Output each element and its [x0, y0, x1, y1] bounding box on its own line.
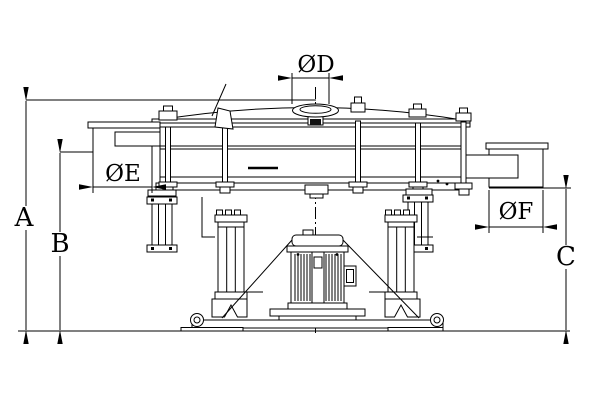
base-plate — [191, 319, 444, 329]
dimension-annotations: A B C ØD ØE — [11, 52, 579, 344]
dimension-label-A: A — [14, 203, 35, 233]
motor-cooling-fins — [294, 254, 342, 301]
spring-column-left — [211, 209, 248, 318]
left-rim-plate — [87, 121, 161, 129]
right-outlet-chute — [463, 154, 519, 179]
v-bracket-right — [384, 298, 421, 318]
dimension-left-outlet-diameter: ØE — [79, 128, 166, 193]
v-bracket-left — [211, 298, 248, 318]
screen-body — [155, 126, 469, 191]
dimension-overall-height: A — [11, 87, 316, 344]
right-outlet-flange — [485, 142, 549, 150]
dimension-label-F: ØF — [499, 199, 534, 225]
feed-inlet — [292, 103, 339, 126]
dimension-inlet-diameter: ØD — [278, 52, 343, 104]
gusset-right — [342, 239, 420, 319]
vibration-motor — [269, 229, 366, 322]
dimension-right-outlet-diameter: ØF — [475, 190, 557, 233]
dimension-right-outlet-height: C — [489, 175, 579, 344]
frame-connector-left — [201, 197, 215, 238]
dimension-left-outlet-height: B — [47, 139, 93, 344]
dimension-label-C: C — [556, 242, 576, 272]
dimension-label-E: ØE — [105, 161, 141, 187]
dimension-label-D: ØD — [297, 52, 334, 78]
left-outlet-spout — [114, 131, 161, 147]
base-foot-left — [180, 327, 244, 332]
suspension-spring-left — [146, 189, 178, 253]
screening-machine — [18, 83, 570, 333]
right-outlet — [463, 142, 549, 188]
motor-foot — [287, 302, 348, 310]
base-foot-right — [387, 327, 444, 332]
dimension-label-B: B — [50, 229, 69, 259]
gusset-left — [221, 239, 293, 319]
motor-flange — [269, 308, 366, 317]
clamp-rods — [158, 96, 473, 196]
base-frame — [180, 313, 444, 332]
body-bottom-fixture — [304, 184, 329, 199]
